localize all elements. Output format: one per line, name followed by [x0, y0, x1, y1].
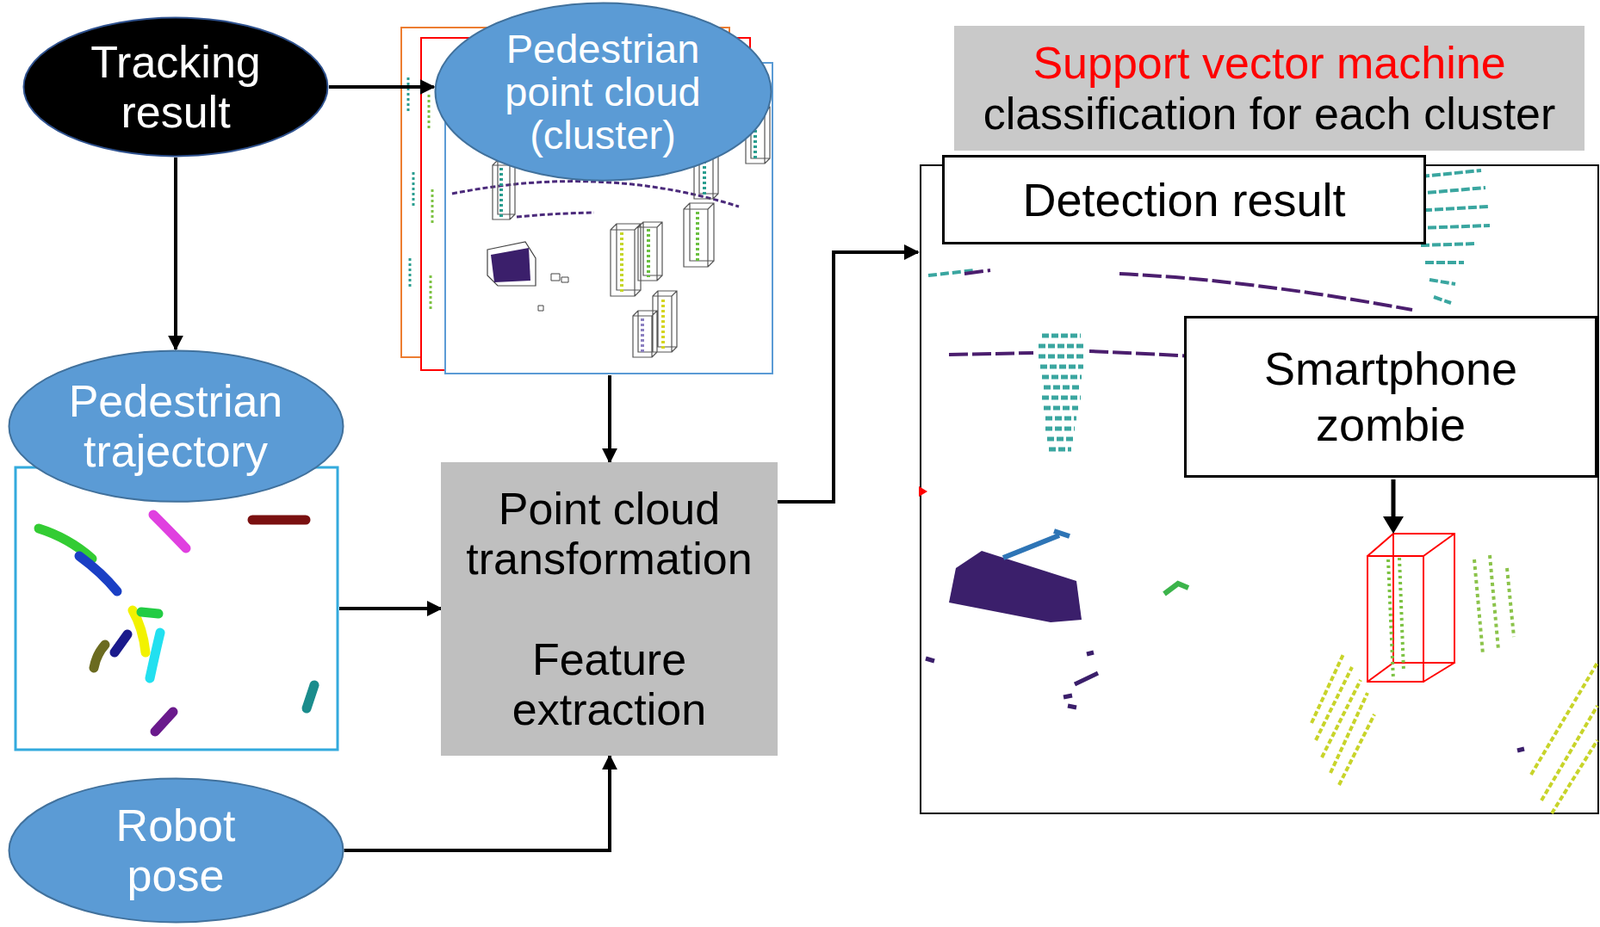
- data-ellipse: Pedestrian point cloud (cluster): [434, 1, 773, 182]
- ellipse-shape: [8, 779, 343, 924]
- node-text: Pedestrian point cloud (cluster): [504, 25, 701, 158]
- process-box: Point cloud transformationFeature extrac…: [440, 462, 778, 757]
- bounding-box: [1367, 533, 1455, 683]
- connector-arrow: [607, 375, 612, 463]
- cluster-points: [661, 299, 665, 349]
- cluster-points: [640, 318, 645, 354]
- connector-arrow: [328, 85, 435, 89]
- node-text: Tracking result: [90, 37, 261, 137]
- pedestrian-points: [1474, 555, 1514, 655]
- trajectory: [93, 644, 106, 669]
- ellipse-shape: [24, 18, 329, 157]
- point-stripes: [1531, 663, 1598, 814]
- trajectory: [141, 612, 159, 614]
- trajectory-image: [15, 467, 338, 751]
- trajectory: [252, 515, 306, 526]
- point-dots: [925, 652, 1525, 751]
- detection-image: [920, 165, 1599, 814]
- point-stripes: [1311, 654, 1375, 786]
- car-points: [490, 248, 531, 283]
- point-trace: [428, 94, 433, 311]
- point-arc: [516, 212, 595, 218]
- cluster-points: [620, 232, 624, 293]
- node-text: Support vector machine: [1032, 37, 1506, 88]
- title-box: Detection result: [942, 155, 1427, 245]
- object-points: [1164, 583, 1189, 595]
- pedestrian-points: [1038, 335, 1086, 450]
- connector-arrow: [777, 252, 918, 503]
- leader-line: [1391, 479, 1396, 521]
- node-text: Detection result: [1022, 173, 1346, 226]
- leader-arrowhead: [1382, 516, 1404, 534]
- connector-arrow: [344, 756, 611, 851]
- node-text: Pedestrian trajectory: [68, 376, 284, 477]
- source-ellipse: Tracking result: [22, 16, 329, 158]
- connector-arrow: [173, 157, 178, 350]
- small-objects: [538, 273, 569, 311]
- point-trace: [408, 77, 414, 289]
- ellipse-shape: [8, 350, 343, 502]
- cluster-points: [648, 211, 698, 278]
- trajectory: [153, 514, 187, 549]
- trajectory: [114, 634, 128, 653]
- callout-box: Smartphone zombie: [1184, 316, 1598, 478]
- object-points: [948, 551, 1082, 623]
- object-points: [1003, 531, 1070, 559]
- data-ellipse: Pedestrian trajectory: [7, 349, 345, 503]
- node-text: Point cloud transformation: [465, 483, 752, 584]
- data-ellipse: Robot pose: [7, 777, 345, 925]
- node-text: classification for each cluster: [983, 88, 1557, 139]
- car-box: [487, 241, 536, 286]
- trajectory: [79, 556, 118, 592]
- point-arc: [964, 270, 1413, 311]
- trajectory: [155, 712, 174, 732]
- pedestrian-points: [1388, 558, 1404, 681]
- node-text: Robot pose: [116, 800, 236, 901]
- node-text: Smartphone zombie: [1264, 342, 1518, 451]
- trajectory: [149, 632, 161, 679]
- origin-marker: [918, 486, 928, 497]
- trajectory: [306, 685, 315, 709]
- connector-arrow: [339, 607, 441, 611]
- method-box: Support vector machineclassification for…: [954, 25, 1585, 151]
- node-text: Feature extraction: [512, 634, 707, 735]
- ellipse-shape: [434, 3, 771, 181]
